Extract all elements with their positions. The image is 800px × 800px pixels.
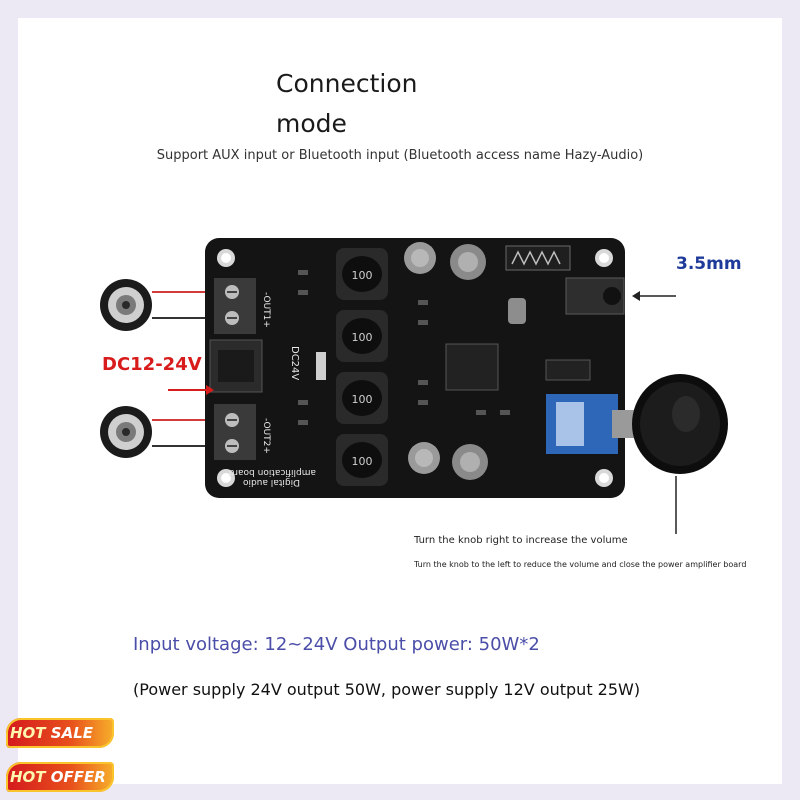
page-subtitle: Support AUX input or Bluetooth input (Bl… [156,148,644,163]
out2-silkscreen: -OUT2+ [261,418,271,454]
amplifier-chip [445,343,499,391]
inductor-3-marking: 100 [352,393,373,406]
hot-offer-word1: HOT [10,768,46,786]
inductor-2: 100 [336,310,388,362]
speaker-top-icon [100,279,152,331]
out1-silkscreen: -OUT1+ [261,292,271,328]
knob-left-note: Turn the knob to the left to reduce the … [414,560,747,569]
inductor-4-marking: 100 [352,455,373,468]
inductor-2-marking: 100 [352,331,373,344]
bluetooth-chip [545,359,591,381]
hot-offer-badge: HOT OFFER [6,762,114,792]
inductor-1: 100 [336,248,388,300]
inductor-3: 100 [336,372,388,424]
output-terminal-1 [214,278,256,334]
board-name-line1: Digital audio [243,477,300,487]
inductor-1-marking: 100 [352,269,373,282]
dc-input-label: DC12-24V [102,354,202,375]
spec-line-1: Input voltage: 12~24V Output power: 50W*… [133,634,540,655]
inductor-4: 100 [336,434,388,486]
hot-sale-badge: HOT SALE [6,718,114,748]
hot-offer-word2: OFFER [50,768,106,786]
board-name-line2: amplification board [229,467,316,477]
bluetooth-antenna [505,245,571,271]
speaker-bottom-icon [100,406,152,458]
hot-sale-word1: HOT [10,724,46,742]
capacitor-group [404,242,488,480]
page-title: Connection mode [276,69,418,138]
dc-silkscreen: DC24V [289,346,300,380]
knob-right-note: Turn the knob right to increase the volu… [414,535,628,546]
hot-sale-word2: SALE [50,724,93,742]
dc-power-jack [209,339,263,393]
output-terminal-2 [214,404,256,460]
jack-size-label: 3.5mm [676,254,742,274]
volume-knob [632,374,728,474]
crystal-oscillator [508,298,526,324]
spec-line-2: (Power supply 24V output 50W, power supp… [133,680,641,699]
